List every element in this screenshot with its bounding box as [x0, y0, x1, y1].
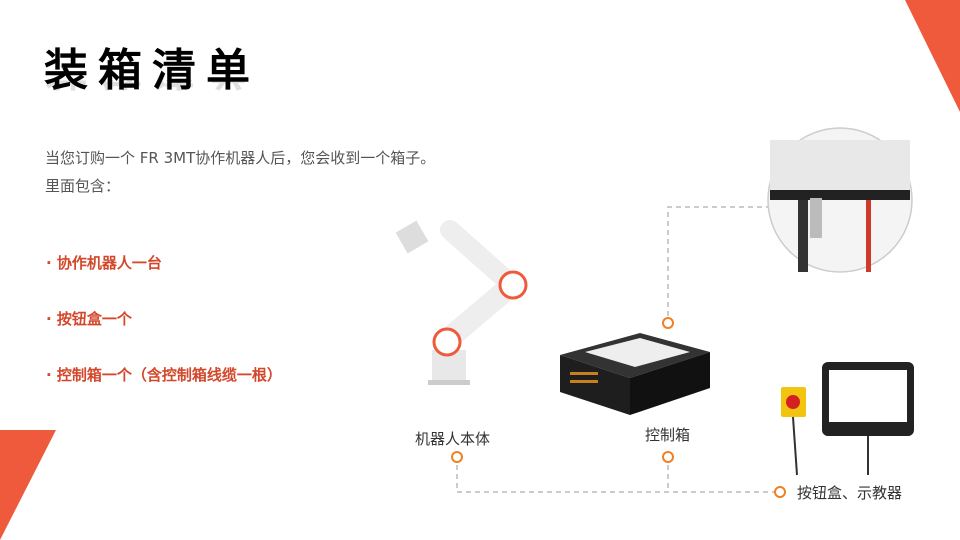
page-title: 装箱清单	[44, 45, 260, 96]
connector-dot	[774, 486, 786, 498]
list-item: · 按钮盒一个	[46, 310, 132, 328]
intro-line-2: 里面包含：	[45, 177, 121, 195]
connector-lines	[456, 206, 776, 493]
button-box-image	[781, 387, 806, 476]
list-item: · 控制箱一个（含控制箱线缆一根）	[46, 366, 282, 384]
controller-label: 控制箱	[645, 426, 691, 444]
pendant-label: 按钮盒、示教器	[797, 484, 903, 502]
robot-arm-image	[395, 220, 528, 385]
intro-line-1: 当您订购一个 FR 3MT协作机器人后，您会收到一个箱子。	[45, 149, 436, 167]
controller-box-image	[560, 333, 710, 415]
corner-triangle-top-right	[905, 0, 960, 112]
page-title-reflection: 装箱清单	[44, 80, 260, 104]
connector-dot	[662, 317, 674, 329]
list-item: · 协作机器人一台	[46, 254, 162, 272]
cable-closeup-image	[767, 127, 913, 273]
connector-dot	[662, 451, 674, 463]
corner-triangle-bottom-left	[0, 430, 56, 540]
robot-label: 机器人本体	[415, 430, 491, 448]
connector-dot	[451, 451, 463, 463]
teach-pendant-image	[822, 362, 914, 475]
